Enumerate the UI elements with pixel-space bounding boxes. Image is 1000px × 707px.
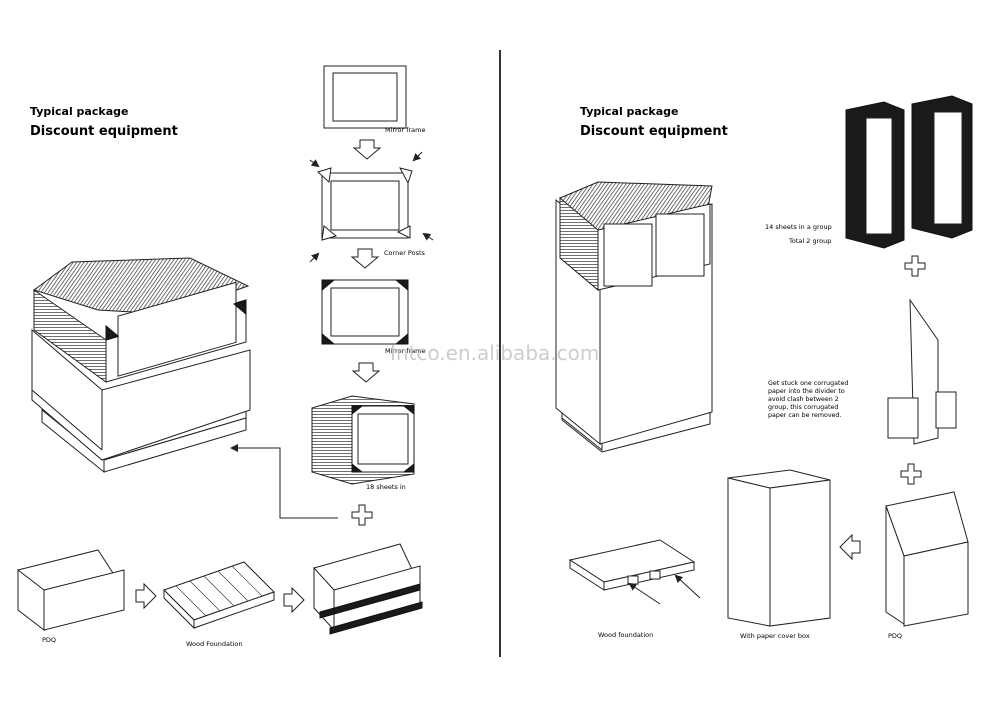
wood-foundation-right xyxy=(568,539,701,605)
label-corner-posts: Corner Posts xyxy=(384,249,426,257)
label-sheets: 18 sheets in xyxy=(366,483,406,491)
watermark-text: Intco.en.alibaba.com xyxy=(390,341,599,365)
svg-text:group, this corrugated: group, this corrugated xyxy=(768,404,838,411)
mirror-frame-illustration xyxy=(323,65,407,129)
right-subheading: Discount equipment xyxy=(580,124,728,139)
svg-text:paper into the divider to: paper into the divider to xyxy=(768,388,845,395)
right-heading: Typical package xyxy=(580,105,678,118)
paper-cover-box xyxy=(727,469,831,627)
left-pallet-package xyxy=(31,257,251,474)
pdq-display-box xyxy=(885,491,969,627)
label-pdq-right: PDQ xyxy=(888,632,902,640)
label-pdq-left: PDQ xyxy=(42,636,56,644)
svg-text:paper can be removed.: paper can be removed. xyxy=(768,412,841,419)
corrugated-divider xyxy=(887,298,957,445)
label-total-group: Total 2 group xyxy=(788,237,831,245)
left-subheading: Discount equipment xyxy=(30,124,178,139)
down-arrow-icon xyxy=(352,139,382,160)
left-arrow-icon xyxy=(839,533,861,561)
pdq-on-pallet xyxy=(313,543,423,635)
down-arrow-icon xyxy=(350,248,380,269)
right-arrow-icon xyxy=(283,586,305,614)
label-wood-foundation-left: Wood Foundation xyxy=(186,640,242,648)
svg-text:avoid clash between 2: avoid clash between 2 xyxy=(768,396,839,403)
label-wood-foundation-right: Wood foundation xyxy=(598,631,653,639)
plus-icon xyxy=(351,504,373,526)
wood-foundation-left xyxy=(163,561,275,630)
label-paper-cover-box: With paper cover box xyxy=(740,632,810,640)
sheet-groups xyxy=(845,95,973,249)
down-arrow-icon xyxy=(351,362,381,383)
label-mirror-frame-2: Mirror frame xyxy=(385,347,426,355)
right-tall-package xyxy=(555,181,713,453)
label-sheets-group: 14 sheets in a group xyxy=(765,223,832,231)
mirror-frame-cornered xyxy=(321,279,409,345)
pdq-tray xyxy=(17,549,125,632)
right-arrow-icon xyxy=(135,582,157,610)
label-mirror-frame: Mirror frame xyxy=(385,126,426,134)
plus-icon xyxy=(904,255,926,277)
frame-with-corner-posts xyxy=(309,151,434,263)
plus-icon xyxy=(900,463,922,485)
left-heading: Typical package xyxy=(30,105,128,118)
svg-text:Get stuck one corrugated: Get stuck one corrugated xyxy=(768,380,848,387)
divider-note: Get stuck one corrugated paper into the … xyxy=(768,380,848,419)
arrow-to-package xyxy=(230,444,338,519)
sheets-bundle xyxy=(311,395,415,485)
